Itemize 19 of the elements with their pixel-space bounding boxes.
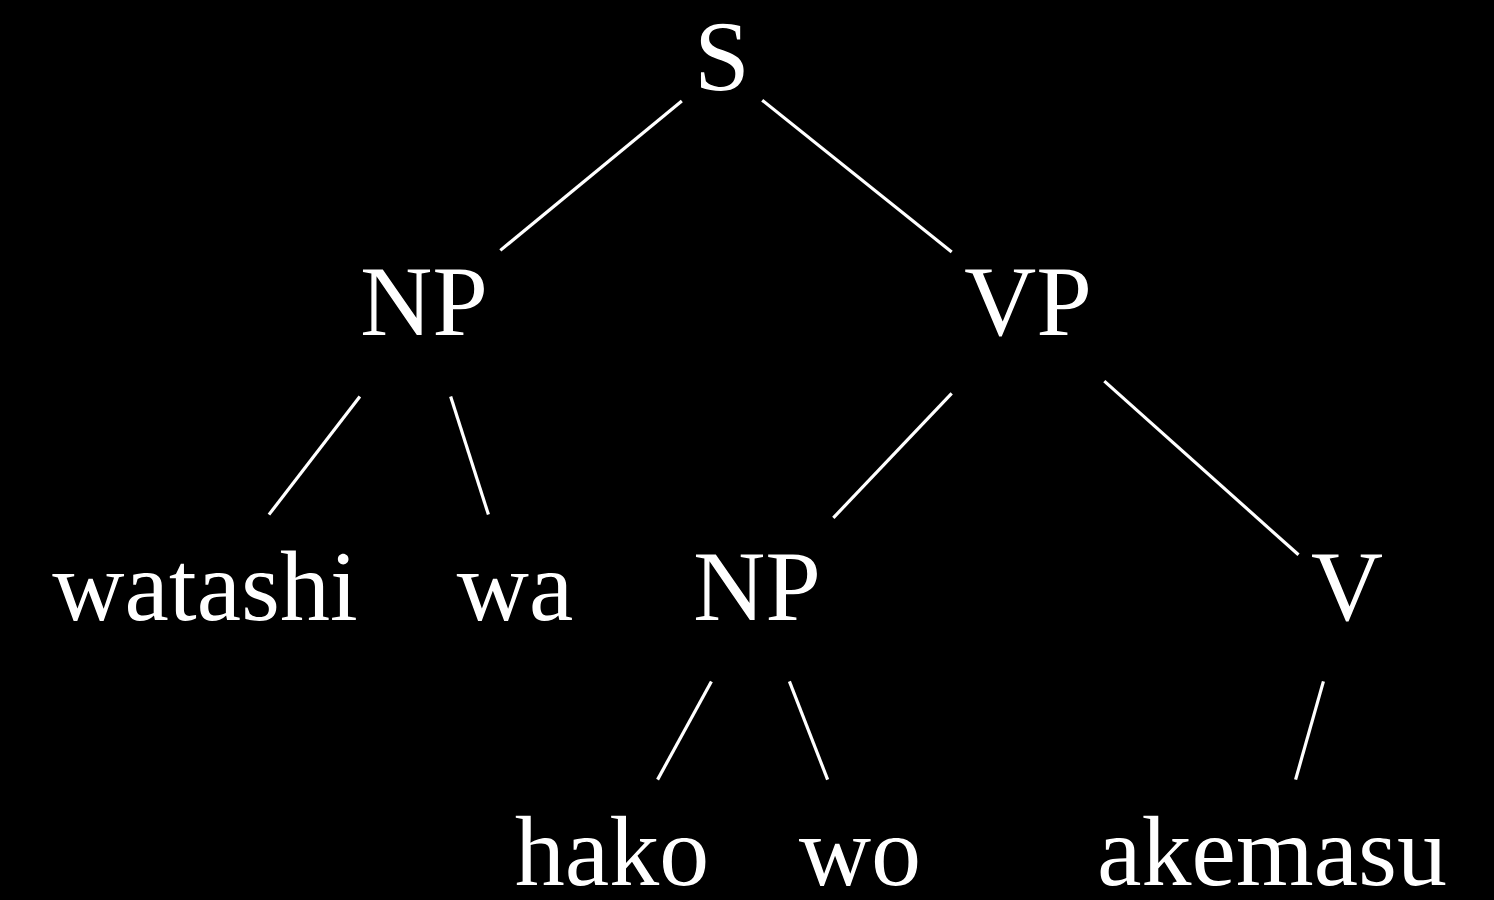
tree-label: wa (456, 573, 572, 621)
tree-branch (1294, 680, 1325, 781)
tree-label: akemasu (1100, 815, 1446, 886)
tree-branch (656, 680, 713, 781)
tree-branch (761, 98, 953, 254)
tree-label: wo (799, 837, 918, 886)
tree-label: watashi (52, 550, 356, 621)
tree-branch (499, 99, 683, 252)
tree-label: VP (965, 269, 1088, 337)
tree-label: NP (363, 269, 484, 335)
tree-label: S (700, 23, 744, 91)
tree-branch (267, 395, 362, 516)
tree-branch (449, 395, 490, 516)
tree-label: hako (515, 815, 706, 886)
tree-branch (832, 392, 953, 519)
tree-branch (787, 680, 830, 781)
tree-label: V (1312, 554, 1382, 622)
tree-branch (1103, 379, 1300, 556)
tree-label: NP (696, 554, 817, 620)
